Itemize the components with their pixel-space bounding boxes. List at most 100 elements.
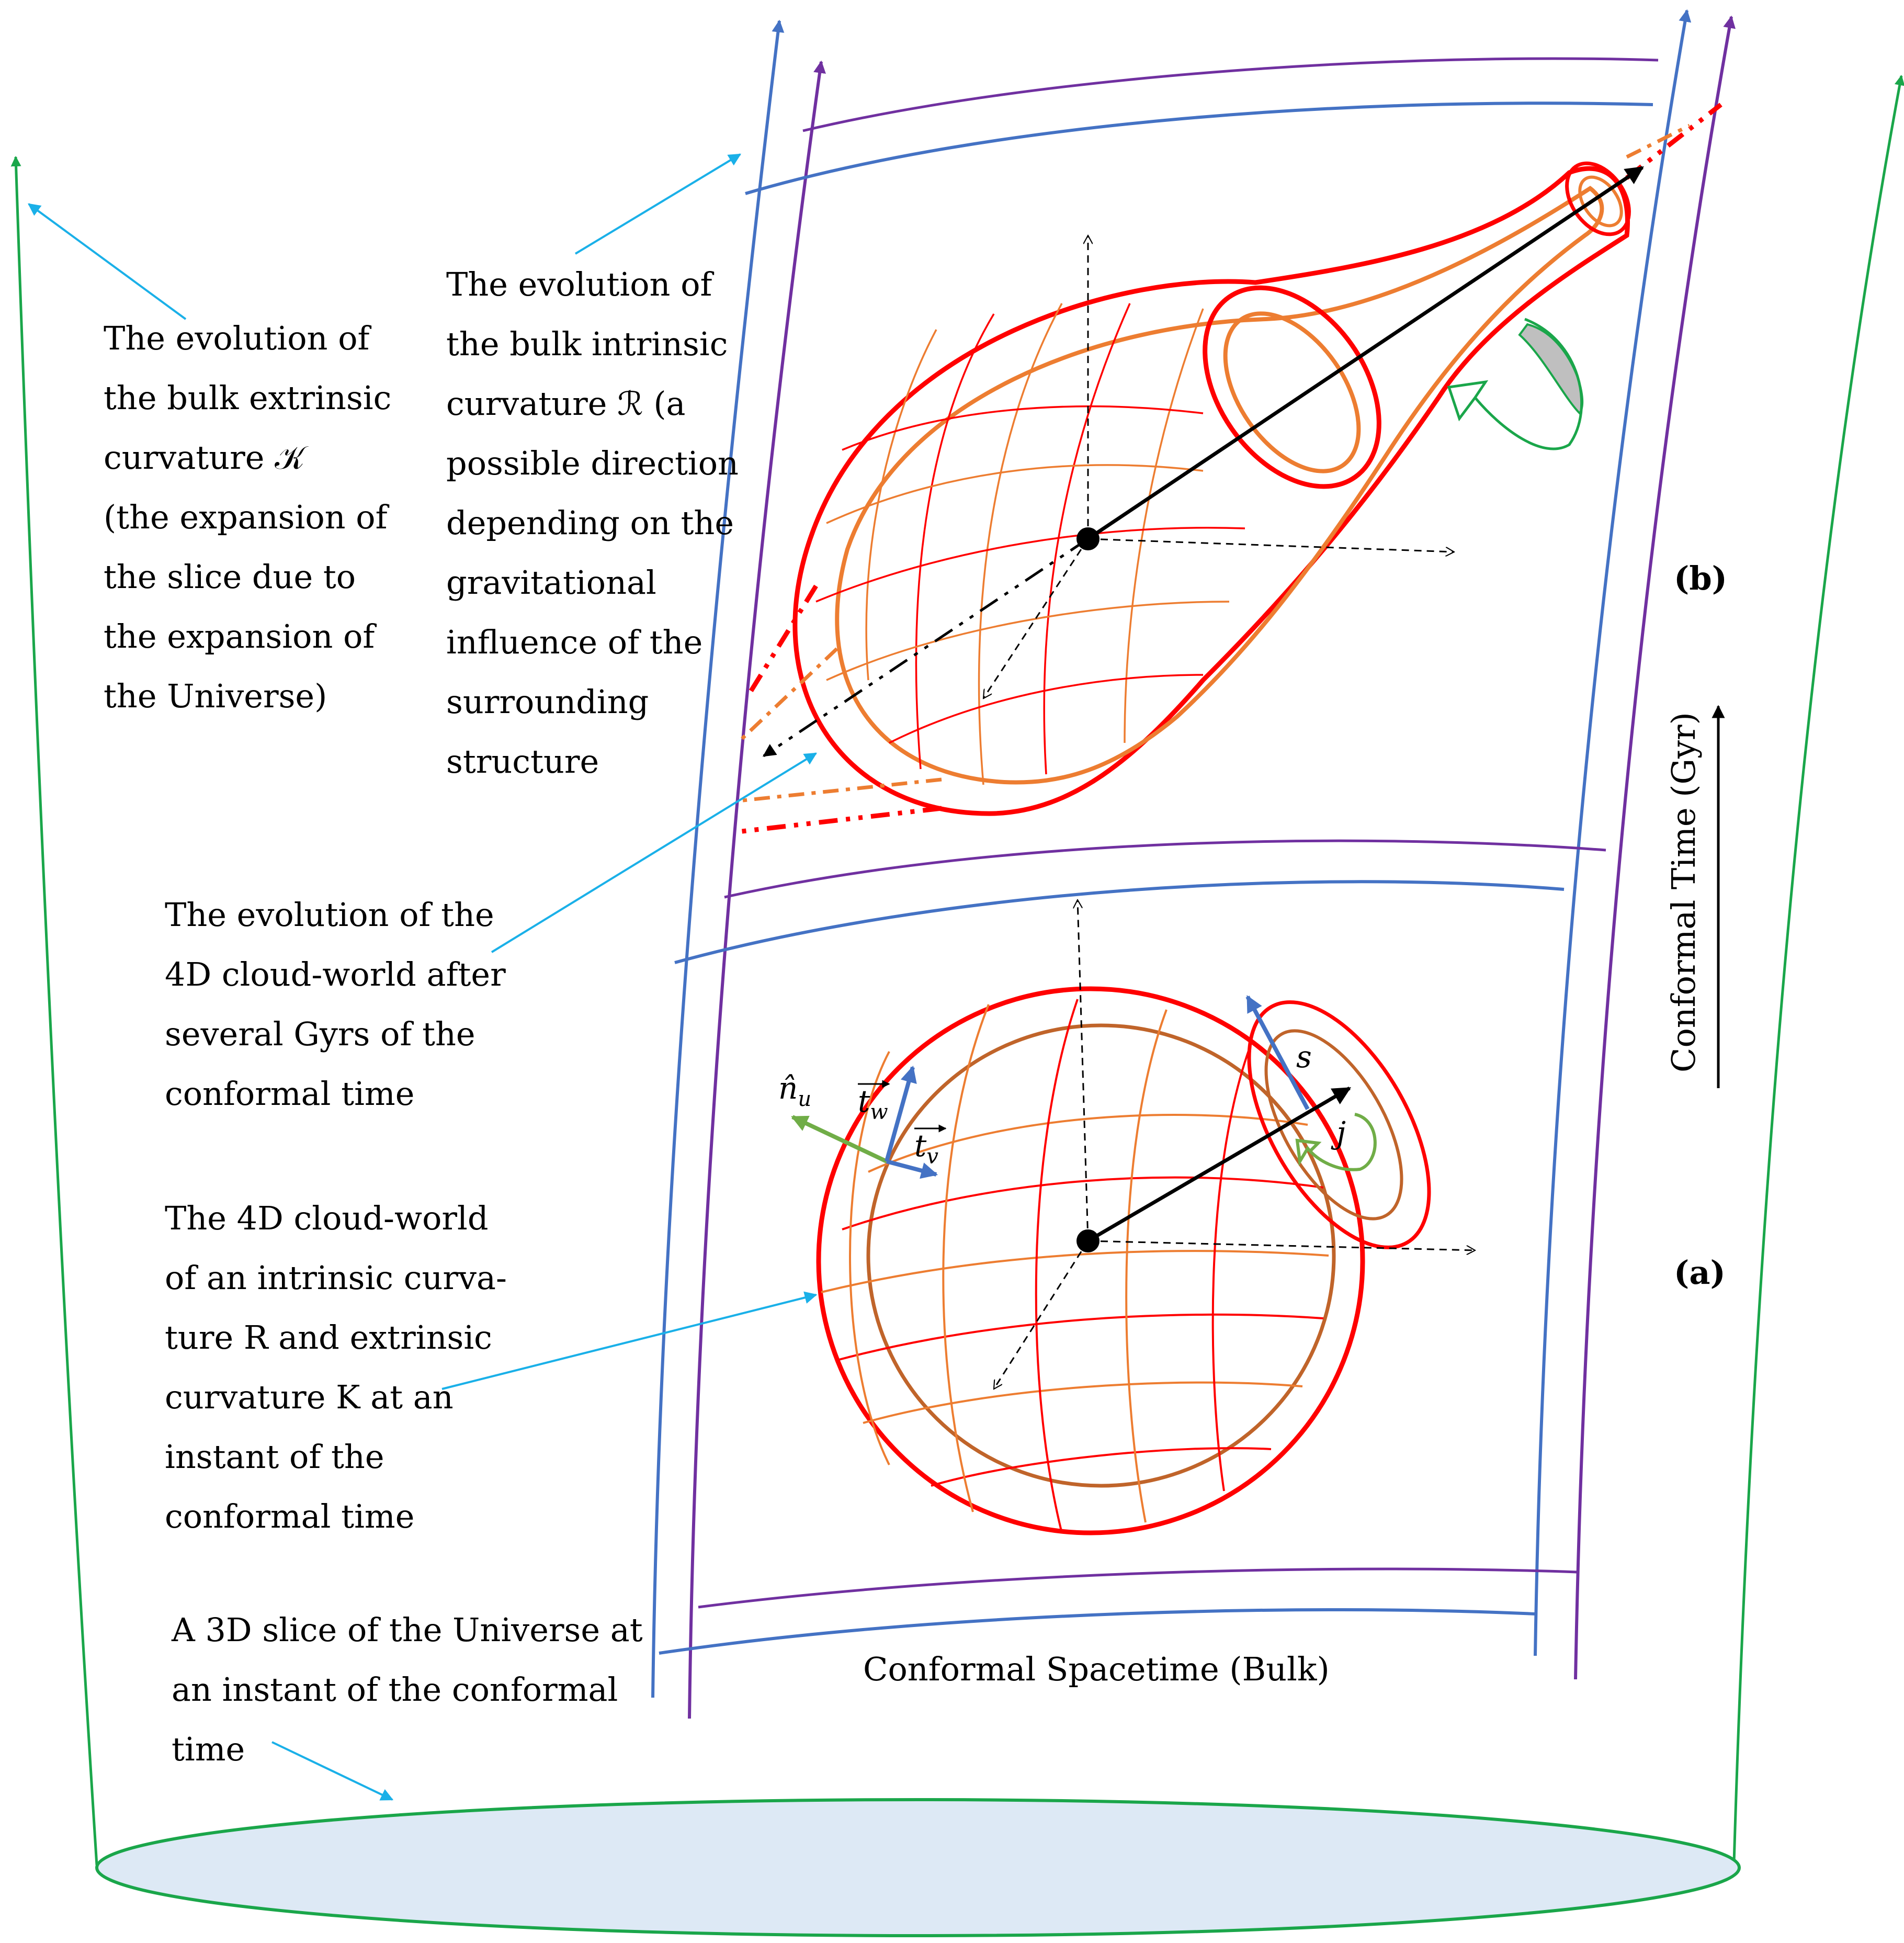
intrinsic-line-7: surrounding (446, 683, 649, 721)
s-vector (1245, 995, 1310, 1110)
extrinsic-line-4: the slice due to (104, 558, 356, 596)
s-label: s (1296, 1039, 1312, 1075)
b-center (1076, 527, 1100, 550)
leader-intrinsic (574, 153, 742, 255)
slice-line-2: time (172, 1730, 245, 1768)
intrinsic-line-6: influence of the (446, 623, 702, 661)
cap-red-outer (1203, 285, 1381, 489)
b-direction-arrow (1087, 166, 1644, 540)
leader-cloud-evolution (491, 752, 818, 953)
intrinsic-line-4: depending on the (446, 504, 734, 542)
cloud-world-line-5: conformal time (165, 1497, 414, 1535)
leader-cloud-world (441, 1291, 818, 1390)
extrinsic-line-2: curvature 𝒦 (104, 438, 309, 477)
leader-extrinsic (28, 203, 187, 320)
j-rotation-arrow (1295, 1113, 1377, 1171)
panel-b-grid (815, 303, 1245, 785)
cloud-world-label: The 4D cloud-world of an intrinsic curva… (165, 1199, 507, 1535)
sphere-brown-inner (866, 1023, 1336, 1488)
blue-left-boundary (651, 19, 785, 1698)
cap-a-brown (1264, 1029, 1403, 1221)
cloud-evolution-label: The evolution of the 4D cloud-world afte… (165, 896, 506, 1113)
bottom-slice-blue (659, 1608, 1536, 1655)
bottom-slice-purple (698, 1567, 1578, 1609)
tail-red-left (746, 584, 818, 697)
b-axis-dashdot (762, 537, 1089, 758)
time-axis-label: Conformal Time (Gyr) (1664, 712, 1703, 1072)
t-v-vector (886, 1159, 938, 1179)
tail-orange-bottom (742, 777, 942, 803)
bulk-tube (651, 9, 1736, 1719)
orange-teardrop (835, 186, 1604, 785)
panel-b-cloud-evolved (736, 103, 1722, 834)
n-u-label: n̂u (778, 1070, 811, 1111)
tail-red-bottom (737, 806, 942, 834)
purple-left-boundary (688, 60, 826, 1719)
cloud-world-line-4: instant of the (165, 1438, 384, 1476)
universe-slice (10, 75, 1904, 1937)
mid-slice-blue (674, 880, 1565, 964)
leaders (28, 153, 818, 1801)
extrinsic-line-6: the Universe) (104, 677, 327, 715)
intrinsic-label: The evolution of the bulk intrinsic curv… (446, 265, 739, 781)
a-axis-up (1078, 900, 1089, 1241)
a-center (1076, 1229, 1100, 1252)
cloud-evolution-line-0: The evolution of the (165, 896, 494, 934)
tail-orange-left (736, 647, 838, 744)
slice-ellipse (95, 1798, 1741, 1937)
t-v-label: tv (914, 1128, 938, 1169)
sphere-red-outer (816, 986, 1365, 1535)
red-teardrop (792, 166, 1630, 816)
cap-orange-inner (1223, 311, 1361, 473)
cloud-evolution-line-1: 4D cloud-world after (165, 955, 506, 993)
cloud-world-line-2: ture R and extrinsic (165, 1318, 492, 1357)
bulk-label: Conformal Spacetime (Bulk) (863, 1650, 1330, 1688)
panel-a-cloud-world (791, 900, 1475, 1535)
extrinsic-label: The evolution of the bulk extrinsic curv… (104, 319, 391, 715)
b-axis-down (982, 538, 1089, 698)
blue-right-boundary (1534, 9, 1692, 1656)
cloud-world-line-1: of an intrinsic curva- (165, 1259, 507, 1297)
a-axis-right (1087, 1240, 1475, 1250)
t-w-label: tw (858, 1083, 888, 1124)
panel-b-label: (b) (1674, 559, 1727, 597)
n-u-vector (791, 1115, 888, 1163)
intrinsic-line-1: the bulk intrinsic (446, 325, 728, 363)
cloud-evolution-line-3: conformal time (165, 1075, 414, 1113)
intrinsic-line-5: gravitational (446, 563, 656, 602)
slice-line-0: A 3D slice of the Universe at (171, 1611, 643, 1649)
leader-slice (271, 1741, 394, 1801)
extrinsic-line-1: the bulk extrinsic (104, 379, 391, 417)
intrinsic-line-3: possible direction (446, 444, 739, 482)
cloud-world-line-3: curvature K at an (165, 1378, 454, 1416)
a-axis-down (993, 1240, 1089, 1389)
intrinsic-line-2: curvature ℛ (a (446, 385, 686, 423)
cap-a-red (1247, 1000, 1431, 1249)
slice-label: A 3D slice of the Universe at an instant… (171, 1611, 643, 1768)
slice-line-1: an instant of the conformal (172, 1670, 618, 1709)
t-w-vector (885, 1065, 917, 1162)
panel-a-label: (a) (1674, 1253, 1726, 1292)
green-right-boundary (1732, 75, 1904, 1863)
top-slice-purple (802, 57, 1659, 132)
extrinsic-line-0: The evolution of (104, 319, 372, 357)
cloud-evolution-line-2: several Gyrs of the (165, 1015, 475, 1053)
mid-slice-purple (724, 839, 1606, 899)
b-gray-band (1518, 323, 1584, 415)
cloud-world-line-0: The 4D cloud-world (165, 1199, 489, 1237)
a-direction-arrow (1087, 1086, 1352, 1243)
tail-red-top (1625, 103, 1722, 180)
b-axis-right (1087, 538, 1454, 552)
tip-orange (1578, 175, 1623, 228)
extrinsic-line-5: the expansion of (104, 617, 377, 656)
green-left-boundary (10, 156, 98, 1866)
intrinsic-line-0: The evolution of (446, 265, 715, 303)
extrinsic-line-3: (the expansion of (104, 498, 390, 536)
sphere-grid (821, 999, 1329, 1533)
tail-orange-top (1626, 123, 1691, 159)
purple-right-boundary (1574, 15, 1736, 1680)
b-rotation-arrow (1447, 318, 1583, 450)
intrinsic-line-8: structure (446, 742, 599, 781)
top-slice-blue (745, 101, 1653, 195)
